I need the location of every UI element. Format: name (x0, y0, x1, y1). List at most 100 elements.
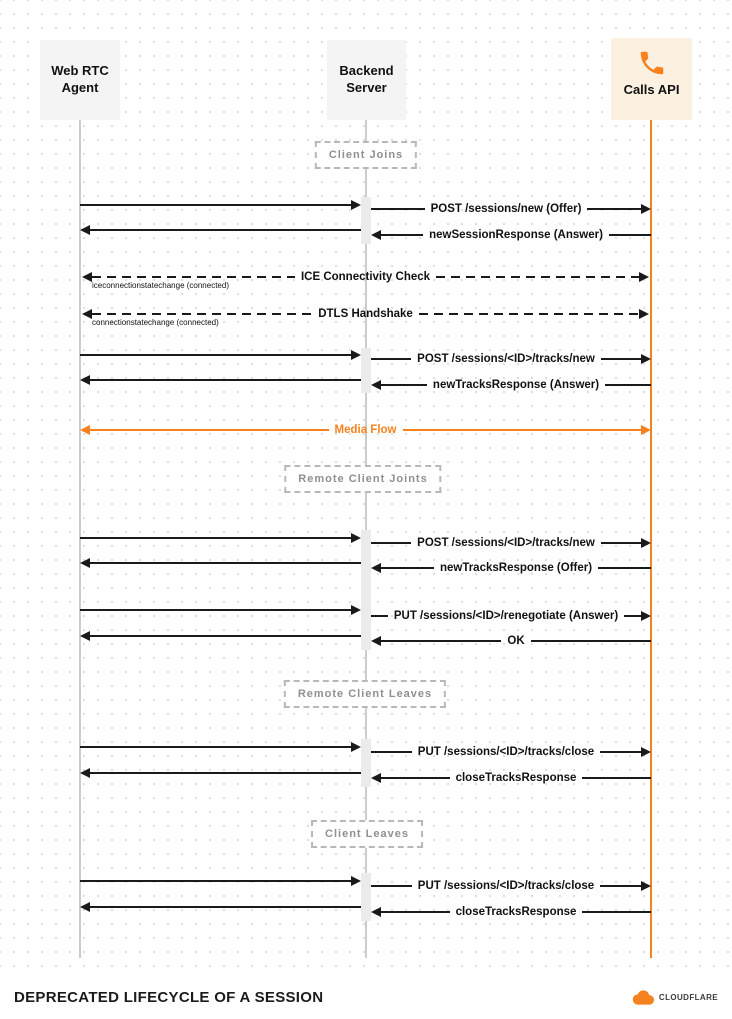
section-client-joins: Client Joins (314, 141, 418, 169)
actor-label-line: Server (346, 80, 387, 95)
message-label: OK (507, 635, 525, 647)
actor-label-line: Calls API (623, 82, 680, 97)
arrow-line (587, 208, 642, 210)
arrow-line (90, 229, 361, 231)
arrow-line (381, 777, 450, 779)
ice-event-note: iceconnectionstatechange (connected) (92, 281, 229, 290)
arrowhead-left-icon (82, 272, 92, 282)
arrow-backend-to-webrtc-response (80, 223, 361, 237)
message-label: POST /sessions/new (Offer) (430, 203, 582, 215)
arrow-line (90, 379, 361, 381)
arrow-line (371, 885, 412, 887)
arrow-close-tracks-response: closeTracksResponse (371, 771, 652, 785)
message-label: Media Flow (334, 424, 397, 436)
arrow-ok-response: OK (371, 634, 651, 648)
arrow-line (371, 542, 412, 544)
arrow-line (436, 276, 639, 278)
arrow-line (608, 234, 652, 236)
arrow-line (371, 358, 412, 360)
activation-bar (361, 739, 371, 787)
arrow-webrtc-to-backend-request (80, 740, 361, 754)
arrowhead-right-icon (351, 876, 361, 886)
arrowhead-left-icon (80, 902, 90, 912)
footer: DEPRECATED LIFECYCLE OF A SESSION CLOUDF… (0, 975, 732, 1019)
arrowhead-left-icon (371, 380, 381, 390)
arrow-backend-to-webrtc-response (80, 373, 361, 387)
arrow-line (402, 429, 642, 431)
arrowhead-left-icon (371, 563, 381, 573)
arrow-line (80, 880, 351, 882)
arrow-line (381, 384, 427, 386)
diagram-title: DEPRECATED LIFECYCLE OF A SESSION (14, 988, 324, 1006)
message-label: closeTracksResponse (455, 906, 577, 918)
arrow-line (90, 906, 361, 908)
arrowhead-left-icon (371, 907, 381, 917)
arrowhead-right-icon (641, 747, 651, 757)
lifeline-webrtc-agent (79, 120, 81, 958)
arrow-line (371, 615, 388, 617)
section-remote-client-leaves: Remote Client Leaves (283, 680, 447, 708)
arrow-line (600, 542, 642, 544)
arrowhead-right-icon (641, 538, 652, 548)
message-label: DTLS Handshake (318, 308, 413, 320)
arrow-line (90, 772, 361, 774)
arrow-close-tracks-response: closeTracksResponse (371, 905, 652, 919)
arrow-post-tracks-new: POST /sessions/<ID>/tracks/new (371, 352, 652, 366)
arrow-backend-to-webrtc-response (80, 900, 361, 914)
arrow-line (90, 429, 329, 431)
actor-label-calls-api: Calls API (624, 82, 680, 99)
actor-label-webrtc-agent: Web RTC Agent (51, 63, 109, 97)
section-client-leaves: Client Leaves (311, 820, 423, 848)
arrowhead-right-icon (639, 272, 649, 282)
section-label: Remote Client Leaves (297, 688, 433, 700)
arrow-line (381, 640, 502, 642)
arrowhead-right-icon (641, 881, 651, 891)
activation-bar (361, 197, 371, 244)
section-label: Client Leaves (325, 828, 409, 840)
arrow-line (80, 204, 351, 206)
arrow-line (624, 615, 642, 617)
arrow-line (80, 746, 351, 748)
arrowhead-left-icon (371, 230, 381, 240)
arrowhead-right-icon (641, 611, 652, 621)
activation-bar (361, 873, 371, 921)
arrow-new-tracks-response-offer: newTracksResponse (Offer) (371, 561, 652, 575)
activation-bar (361, 530, 371, 650)
arrowhead-left-icon (80, 768, 90, 778)
actor-box-backend-server: Backend Server (327, 40, 406, 120)
arrow-webrtc-to-backend-request (80, 198, 361, 212)
section-remote-client-joins: Remote Client Joints (284, 465, 442, 493)
arrowhead-right-icon (351, 350, 361, 360)
arrow-line (80, 354, 351, 356)
arrow-line (605, 384, 652, 386)
arrow-dtls-handshake: DTLS Handshake (82, 307, 650, 321)
arrowhead-left-icon (80, 375, 90, 385)
actor-box-webrtc-agent: Web RTC Agent (40, 40, 120, 120)
arrow-post-sessions-new: POST /sessions/new (Offer) (371, 202, 652, 216)
arrowhead-right-icon (641, 354, 652, 364)
arrowhead-right-icon (351, 742, 361, 752)
arrow-line (381, 234, 424, 236)
arrowhead-right-icon (351, 200, 361, 210)
cloudflare-logo: CLOUDFLARE (631, 989, 718, 1005)
arrowhead-left-icon (80, 558, 90, 568)
arrow-new-session-response: newSessionResponse (Answer) (371, 228, 652, 242)
cloudflare-wordmark: CLOUDFLARE (658, 992, 718, 1002)
arrowhead-left-icon (82, 309, 92, 319)
arrowhead-right-icon (351, 605, 361, 615)
arrow-backend-to-webrtc-response (80, 556, 361, 570)
arrow-line (92, 276, 295, 278)
arrowhead-left-icon (371, 773, 381, 783)
arrow-line (418, 313, 640, 315)
arrow-line (90, 635, 361, 637)
arrow-line (600, 358, 642, 360)
arrow-line (80, 537, 351, 539)
section-label: Client Joins (328, 149, 404, 161)
arrow-media-flow: Media Flow (80, 423, 652, 437)
arrow-line (582, 777, 652, 779)
message-label: closeTracksResponse (455, 772, 577, 784)
actor-box-calls-api: Calls API (611, 38, 692, 120)
arrow-ice-connectivity-check: ICE Connectivity Check (82, 270, 649, 284)
actor-label-line: Web RTC (51, 63, 109, 79)
arrowhead-right-icon (351, 533, 361, 543)
